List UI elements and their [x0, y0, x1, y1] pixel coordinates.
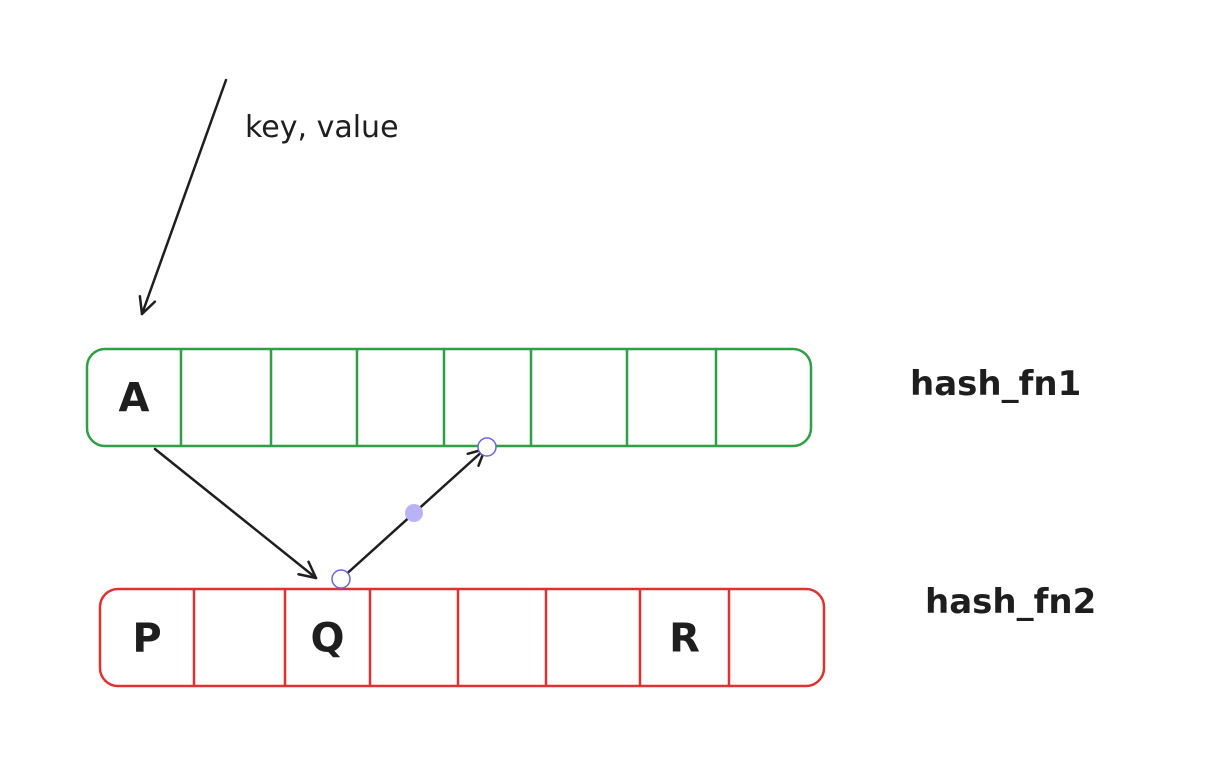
arrow-midpoint-handle[interactable] — [405, 504, 423, 522]
table2-cell: R — [669, 616, 700, 662]
table2-cell: P — [132, 616, 161, 662]
arrow-start-handle[interactable] — [331, 569, 351, 589]
arrow-a-to-q — [153, 447, 318, 580]
arrow-end-handle[interactable] — [477, 437, 497, 457]
table2-cell: Q — [310, 616, 344, 662]
table1-cell: A — [119, 376, 150, 422]
table-1-border — [85, 347, 813, 448]
hash-table-2: P Q R — [98, 587, 826, 688]
table-2-label: hash_fn2 — [925, 582, 1096, 622]
input-arrow — [138, 78, 228, 316]
table-1-label: hash_fn1 — [910, 364, 1081, 404]
input-label: key, value — [245, 110, 399, 145]
table-2-border — [98, 587, 826, 688]
hash-table-1: A — [85, 347, 813, 448]
